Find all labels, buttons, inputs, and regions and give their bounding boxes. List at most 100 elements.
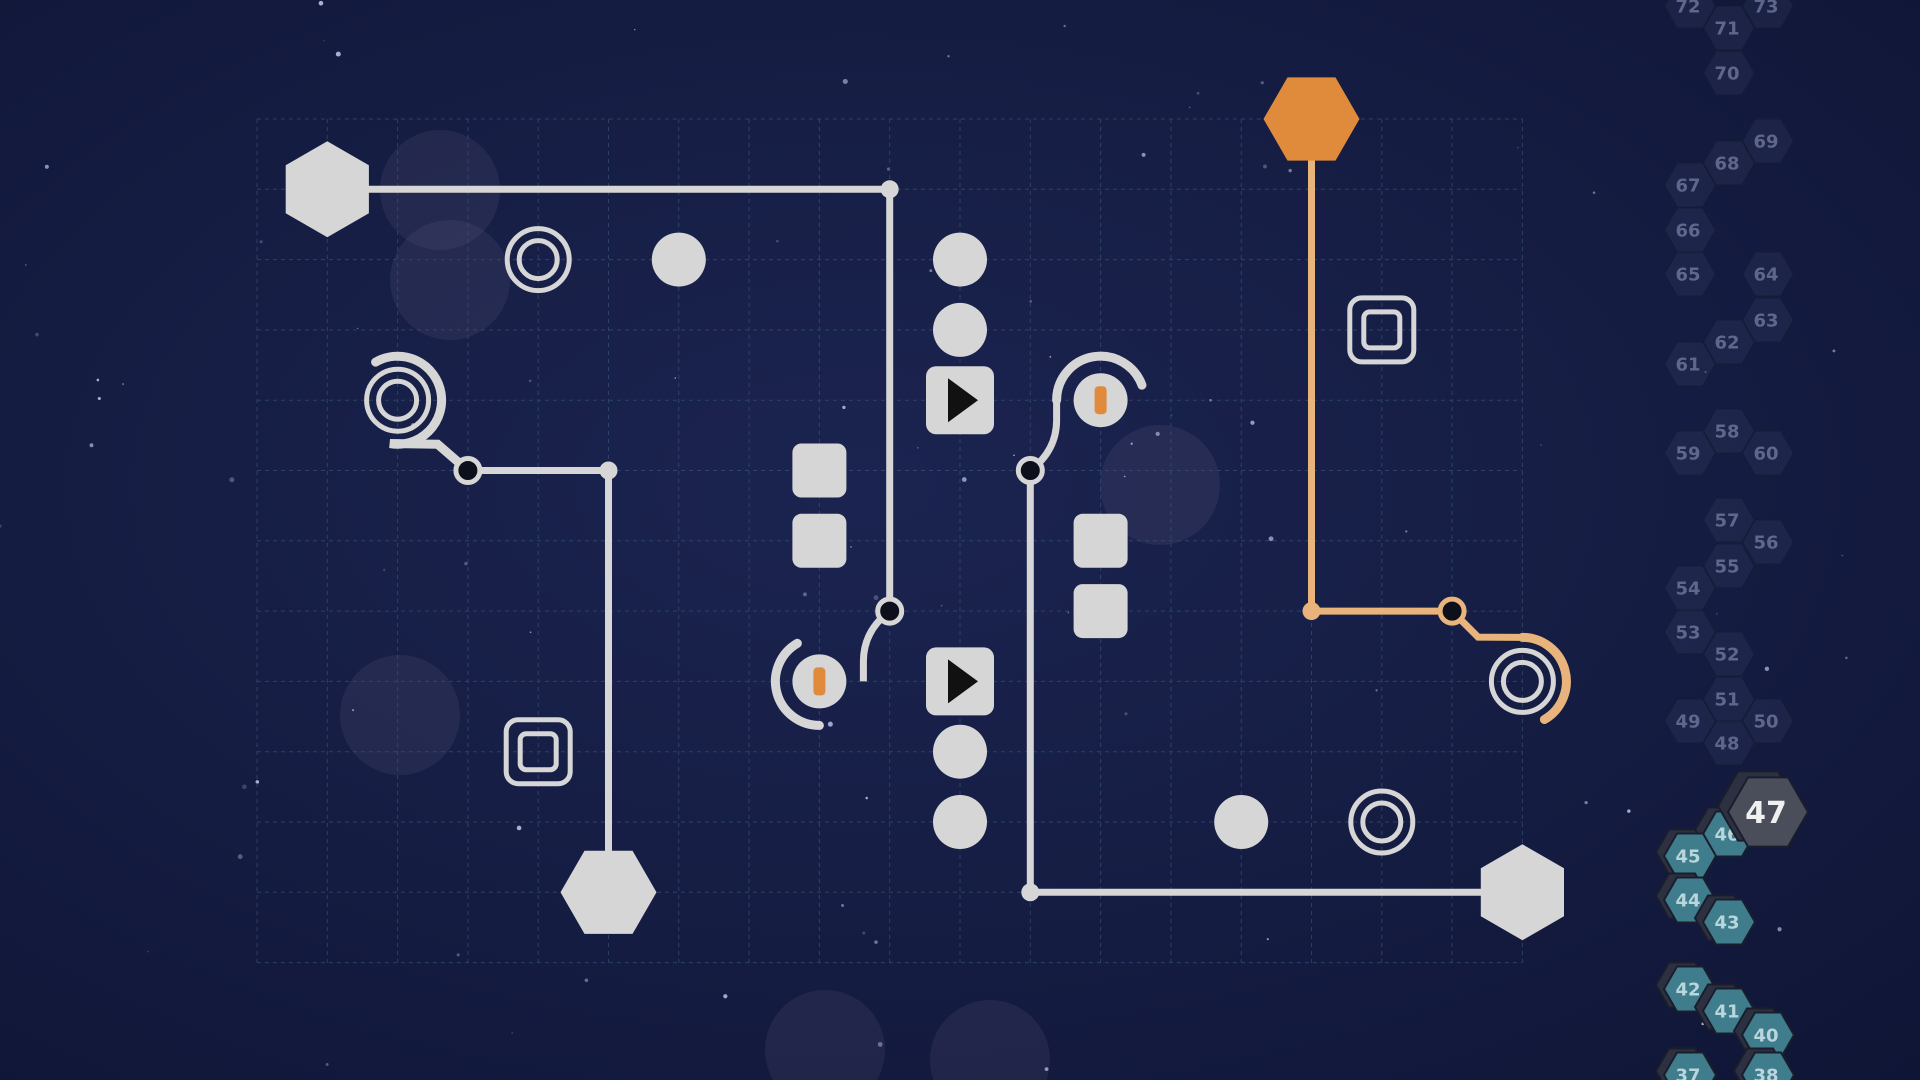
star [1715, 613, 1718, 615]
level-locked[interactable] [1662, 564, 1718, 612]
source-hexagon[interactable] [285, 141, 369, 238]
level-number[interactable]: 61 [1675, 354, 1700, 375]
level-current[interactable] [1726, 776, 1810, 848]
level-number[interactable]: 62 [1714, 332, 1739, 353]
level-locked[interactable] [1662, 697, 1718, 745]
circle-block[interactable] [651, 232, 706, 287]
ring-target-outer[interactable] [1488, 647, 1556, 715]
circle-block[interactable] [933, 302, 987, 357]
level-locked[interactable] [1701, 630, 1757, 678]
level-locked[interactable] [1701, 139, 1757, 187]
level-locked[interactable] [1662, 206, 1718, 254]
level-number[interactable]: 49 [1675, 711, 1700, 732]
star [584, 978, 589, 983]
level-number[interactable]: 65 [1675, 264, 1700, 285]
level-locked[interactable] [1740, 117, 1796, 165]
level-number[interactable]: 60 [1753, 443, 1778, 464]
star [1268, 536, 1274, 542]
star [1845, 656, 1848, 660]
level-locked[interactable] [1662, 250, 1718, 298]
level-number[interactable]: 41 [1714, 1001, 1739, 1022]
level-number[interactable]: 38 [1753, 1065, 1778, 1080]
level-locked[interactable] [1701, 407, 1757, 455]
junction-node[interactable] [1015, 456, 1045, 485]
level-locked[interactable] [1662, 608, 1718, 656]
level-number[interactable]: 45 [1675, 846, 1700, 867]
level-number[interactable]: 37 [1675, 1065, 1700, 1080]
star [357, 327, 359, 330]
level-number[interactable]: 40 [1753, 1025, 1778, 1046]
square-target-outer[interactable] [1347, 295, 1417, 365]
circle-block[interactable] [933, 232, 987, 287]
level-locked[interactable] [1740, 0, 1796, 30]
level-locked[interactable] [1662, 0, 1718, 30]
star [1375, 689, 1378, 692]
level-number[interactable]: 69 [1753, 131, 1778, 152]
circle-block[interactable] [933, 724, 987, 779]
square-block[interactable] [792, 443, 847, 498]
level-locked[interactable] [1701, 542, 1757, 590]
circle-block[interactable] [1214, 795, 1269, 849]
level-locked[interactable] [1740, 697, 1796, 745]
level-number[interactable]: 51 [1714, 689, 1739, 710]
level-number[interactable]: 43 [1714, 912, 1739, 933]
level-number[interactable]: 53 [1675, 622, 1700, 643]
level-number[interactable]: 47 [1745, 796, 1787, 831]
circle-block[interactable] [933, 795, 987, 849]
level-number[interactable]: 54 [1675, 578, 1700, 599]
junction-node[interactable] [1437, 596, 1467, 626]
ring-target-outer[interactable] [504, 226, 572, 294]
level-number[interactable]: 48 [1714, 733, 1739, 754]
level-number[interactable]: 42 [1675, 979, 1700, 1000]
level-locked[interactable] [1662, 161, 1718, 209]
square-block[interactable] [1073, 513, 1128, 568]
level-number[interactable]: 72 [1675, 0, 1700, 17]
level-locked[interactable] [1701, 49, 1757, 97]
square-block[interactable] [792, 513, 847, 568]
ring-target-outer[interactable] [1348, 788, 1416, 856]
level-completed[interactable] [1662, 1051, 1718, 1080]
level-number[interactable]: 67 [1675, 175, 1700, 196]
star [1841, 554, 1843, 557]
level-number[interactable]: 64 [1753, 264, 1778, 285]
level-number[interactable]: 55 [1714, 556, 1739, 577]
source-hexagon[interactable] [1480, 844, 1564, 941]
level-number[interactable]: 44 [1675, 890, 1700, 911]
level-locked[interactable] [1701, 496, 1757, 544]
square-block[interactable] [1073, 584, 1128, 639]
level-number[interactable]: 63 [1753, 310, 1778, 331]
star [1288, 168, 1292, 173]
level-number[interactable]: 50 [1753, 711, 1778, 732]
level-locked[interactable] [1740, 429, 1796, 477]
level-completed[interactable] [1701, 898, 1757, 946]
star [917, 447, 919, 449]
level-locked[interactable] [1701, 318, 1757, 366]
level-number[interactable]: 52 [1714, 644, 1739, 665]
square-target-outer[interactable] [503, 717, 573, 787]
source-hexagon[interactable] [560, 850, 657, 934]
level-number[interactable]: 73 [1753, 0, 1778, 17]
level-locked[interactable] [1740, 518, 1796, 566]
star [122, 383, 125, 386]
active-source-hexagon[interactable] [1263, 77, 1360, 161]
level-locked[interactable] [1662, 429, 1718, 477]
level-locked[interactable] [1701, 719, 1757, 767]
level-locked[interactable] [1662, 340, 1718, 388]
level-number[interactable]: 71 [1714, 18, 1739, 39]
level-number[interactable]: 58 [1714, 421, 1739, 442]
level-locked[interactable] [1740, 250, 1796, 298]
junction-node[interactable] [875, 596, 905, 626]
level-number[interactable]: 56 [1753, 532, 1778, 553]
star [862, 931, 866, 935]
level-locked[interactable] [1740, 296, 1796, 344]
level-number[interactable]: 70 [1714, 63, 1739, 84]
level-completed[interactable] [1740, 1051, 1796, 1080]
level-number[interactable]: 57 [1714, 510, 1739, 531]
level-number[interactable]: 66 [1675, 220, 1700, 241]
level-locked[interactable] [1701, 4, 1757, 52]
level-locked[interactable] [1701, 675, 1757, 723]
ring-target-outer[interactable] [364, 366, 432, 434]
junction-node[interactable] [453, 456, 483, 485]
level-number[interactable]: 59 [1675, 443, 1700, 464]
level-number[interactable]: 68 [1714, 153, 1739, 174]
